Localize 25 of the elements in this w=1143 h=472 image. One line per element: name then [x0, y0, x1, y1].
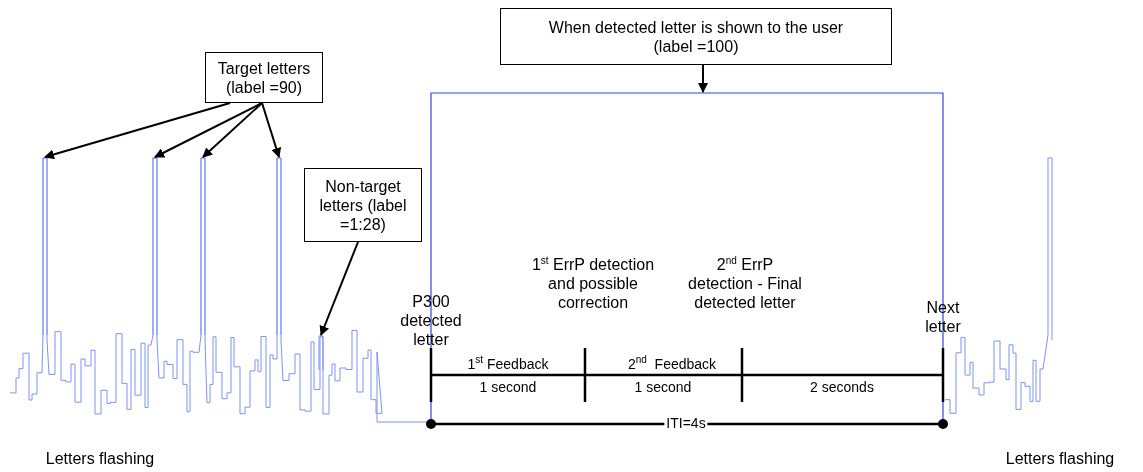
signal-peak — [276, 157, 282, 336]
event-label: 2$^{nd}$ ErrP detection - Final detected letter — [687, 255, 803, 312]
duration-label: 1 second — [479, 379, 537, 396]
leader-arrow — [698, 64, 708, 93]
event-label: 1$^{st}$ ErrP detection and possible correction — [530, 255, 656, 312]
section-label: Letters flashing — [1005, 449, 1115, 468]
leader-arrow — [202, 102, 263, 158]
leader-arrow — [44, 102, 231, 160]
callout-box: Non-target letters (label =1:28) — [304, 168, 422, 242]
signal-peak — [152, 157, 158, 336]
section-label: Letters flashing — [45, 449, 155, 468]
signal-peak — [318, 335, 324, 371]
leader-arrow — [261, 102, 282, 158]
callout-box: When detected letter is shown to the user (label =100) — [500, 8, 892, 65]
event-label: P300 detected letter — [399, 292, 463, 349]
duration-label: 2 seconds — [810, 379, 874, 396]
interval-label: 1$^{st}$ Feedback — [467, 356, 549, 373]
interval-label: 2$^{nd}$ Feedback — [627, 356, 717, 373]
signal-peak — [42, 157, 48, 336]
leader-arrow — [319, 241, 359, 336]
signal-peak — [200, 157, 206, 336]
event-label: Next letter — [924, 298, 962, 336]
callout-box: Target letters (label =90) — [205, 52, 323, 103]
duration-label: 1 second — [634, 379, 692, 396]
leader-arrow — [154, 102, 263, 158]
